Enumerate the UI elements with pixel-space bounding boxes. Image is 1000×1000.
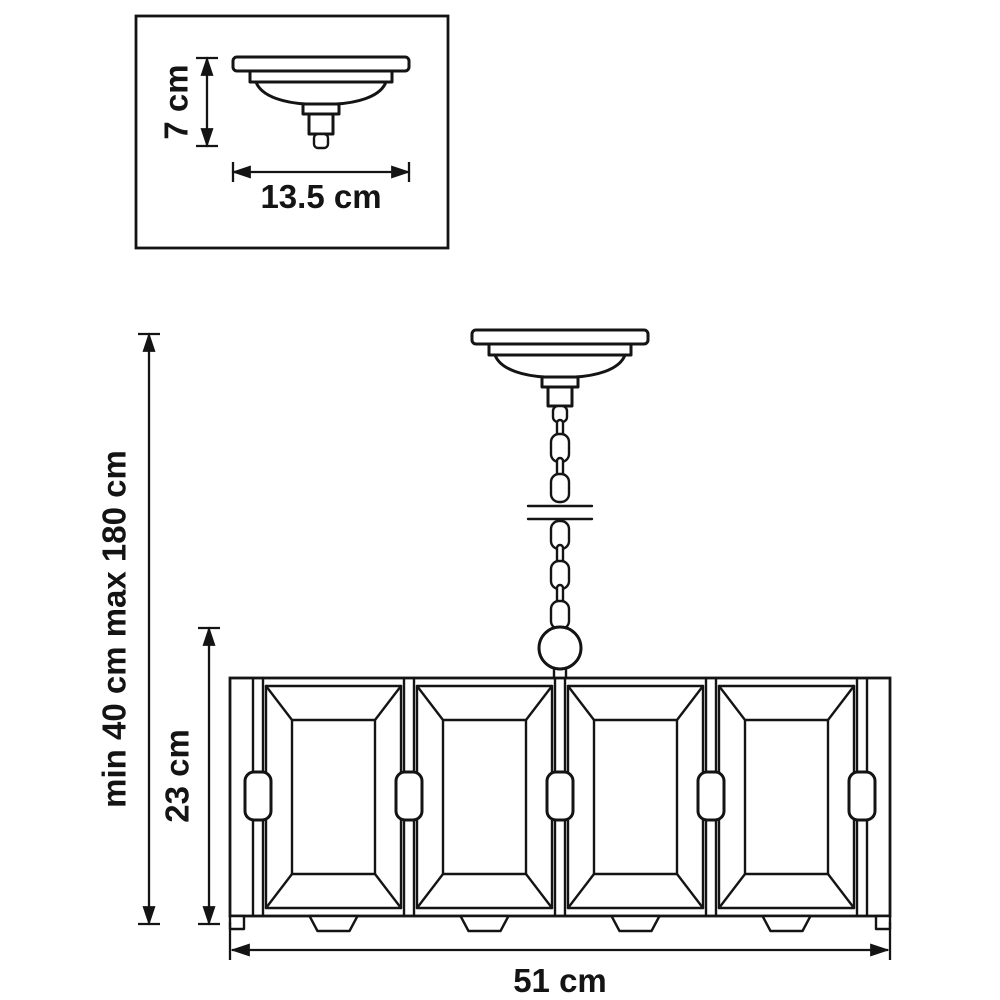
- canopy-socket: [307, 112, 335, 136]
- chain-link: [549, 599, 571, 631]
- ornament: [847, 770, 877, 822]
- ornament: [394, 770, 424, 822]
- bevel-line: [566, 872, 596, 910]
- canopy-detail-inset: 7 cm 13.5 cm: [134, 14, 450, 250]
- bevel-line: [566, 684, 596, 722]
- panel-inner: [592, 718, 679, 876]
- canopy-plate: [231, 55, 411, 73]
- shade-height-label: 23 cm: [159, 729, 196, 823]
- canopy-width-dimension: 13.5 cm: [231, 162, 411, 215]
- bevel-line: [524, 684, 554, 722]
- canopy-height-dimension: 7 cm: [158, 56, 218, 148]
- foot: [610, 914, 661, 933]
- pendant-lamp: [228, 328, 892, 933]
- canopy-height-label: 7 cm: [158, 64, 195, 139]
- ornament: [545, 770, 575, 822]
- corner-tab: [874, 914, 892, 931]
- bevel-line: [373, 872, 403, 910]
- bevel-line: [675, 684, 705, 722]
- foot: [459, 914, 510, 933]
- chain-link: [549, 472, 571, 504]
- bevel-line: [415, 872, 445, 910]
- decorative-ball: [537, 625, 583, 671]
- panel-inner: [743, 718, 830, 876]
- bevel-line: [264, 872, 294, 910]
- crystal-shade: [228, 676, 892, 933]
- bevel-line: [524, 872, 554, 910]
- ornament: [243, 770, 273, 822]
- bevel-line: [826, 684, 856, 722]
- inset-border: [134, 14, 450, 250]
- panel-inner: [290, 718, 377, 876]
- canopy-side-view-small: [231, 55, 411, 150]
- canopy-band: [487, 342, 633, 357]
- foot: [761, 914, 812, 933]
- length-break-marks: [526, 504, 594, 521]
- bevel-line: [717, 872, 747, 910]
- bevel-line: [717, 684, 747, 722]
- bevel-line: [675, 872, 705, 910]
- overall-height-label: min 40 cm max 180 cm: [96, 450, 133, 808]
- suspension-chain: [526, 418, 594, 631]
- mullion-ornaments: [243, 770, 877, 822]
- bevel-line: [826, 872, 856, 910]
- corner-tab: [228, 914, 246, 931]
- shade-feet: [228, 914, 892, 933]
- canopy-width-label: 13.5 cm: [260, 178, 381, 215]
- overall-height-dimension: min 40 cm max 180 cm: [96, 332, 160, 926]
- foot: [308, 914, 359, 933]
- ceiling-canopy: [470, 328, 650, 424]
- shade-width-label: 51 cm: [513, 962, 607, 999]
- shade-width-dimension: 51 cm: [228, 922, 892, 999]
- shade-height-dimension: 23 cm: [159, 626, 220, 926]
- panel-inner: [441, 718, 528, 876]
- bevel-line: [264, 684, 294, 722]
- canopy-band: [248, 69, 394, 84]
- bevel-line: [415, 684, 445, 722]
- canopy-socket: [546, 385, 574, 408]
- ornament: [696, 770, 726, 822]
- canopy-hook: [312, 132, 330, 150]
- canopy-plate: [470, 328, 650, 346]
- bevel-line: [373, 684, 403, 722]
- canopy-dome: [493, 353, 627, 379]
